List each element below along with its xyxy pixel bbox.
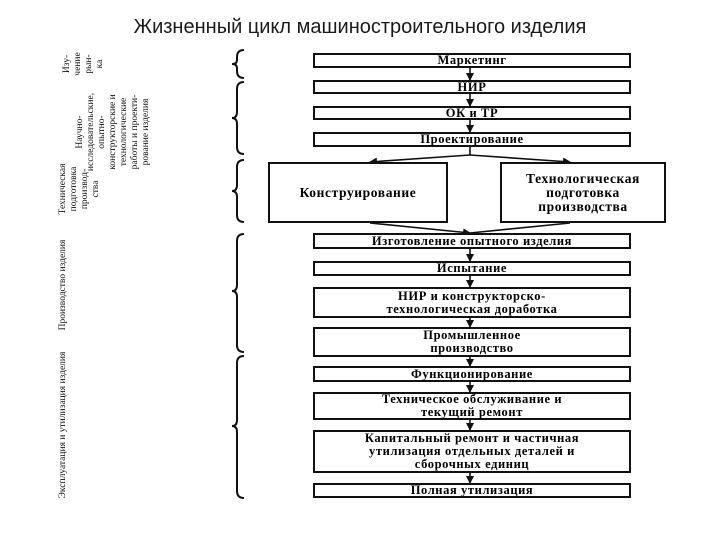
phase-label-tech-prep: Техническая подготовка производ- ства bbox=[58, 163, 101, 215]
stage-prototype: Изготовление опытного изделия bbox=[313, 233, 631, 249]
stage-industrial: Промышленное производство bbox=[313, 327, 631, 357]
phase-label-operation: Эксплуатация и утилизация изделия bbox=[58, 351, 68, 499]
stage-functioning: Функционирование bbox=[313, 366, 631, 382]
stage-disposal: Полная утилизация bbox=[313, 483, 631, 498]
stage-construction: Конструирование bbox=[268, 162, 448, 223]
stage-design: Проектирование bbox=[313, 132, 631, 147]
phase-braces bbox=[231, 49, 245, 499]
stage-testing: Испытание bbox=[313, 261, 631, 276]
page-title: Жизненный цикл машиностроительного издел… bbox=[133, 16, 587, 38]
stage-nir: НИР bbox=[313, 80, 631, 94]
stage-refinement: НИР и конструкторско- технологическая до… bbox=[313, 287, 631, 318]
stage-overhaul: Капитальный ремонт и частичная утилизаци… bbox=[313, 430, 631, 473]
stage-maintenance: Техническое обслуживание и текущий ремон… bbox=[313, 392, 631, 420]
stage-ok-tr: ОК и ТР bbox=[313, 106, 631, 120]
stage-marketing: Маркетинг bbox=[313, 53, 631, 68]
stage-tech-prep: Технологическая подготовка производства bbox=[500, 162, 666, 223]
